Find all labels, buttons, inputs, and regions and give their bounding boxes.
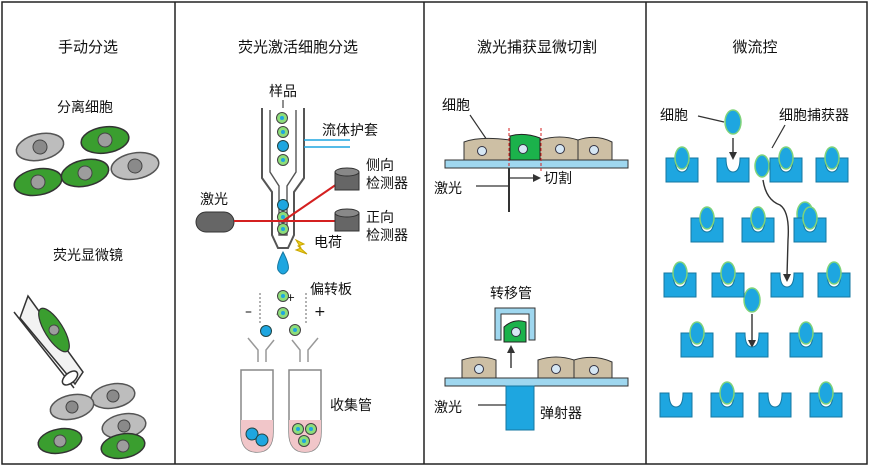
label-sheath: 流体护套 [322,123,378,139]
panel-facs: 荧光激活细胞分选 样品 流体护套 激光 侧向检测器 [195,38,408,453]
cell-grey [90,382,136,410]
trapped-cell [798,321,814,345]
label-laser-lcm-2: 激光 [434,399,462,416]
label-collection-tubes: 收集管 [330,397,372,414]
deflector-minus: – [245,304,252,320]
panel-title-facs: 荧光激活细胞分选 [238,38,358,56]
pipette [13,294,84,389]
cell-trap [815,146,849,183]
droplet [277,250,289,275]
label-cell-mf: 细胞 [660,108,688,124]
trapped-cell [802,206,818,230]
funnel-right [291,339,301,362]
forward-detector [334,208,360,232]
panel-title-manual: 手动分选 [58,38,118,56]
free-cell [754,154,770,178]
transfer-tube [494,307,536,341]
cell-trap [711,261,745,298]
trapped-cell [689,321,705,345]
cell-grey [49,393,95,421]
label-laser-lcm: 激光 [434,180,462,197]
collection-tube-right [288,369,322,453]
trapped-cell [719,381,735,405]
cell-green [100,432,146,460]
cell-green [13,167,63,197]
trapped-cell [750,206,766,230]
label-side-detector: 侧向检测器 [366,158,408,192]
trapped-cell [826,261,842,285]
ejector-block [505,385,535,431]
label-ejector: 弹射器 [540,406,582,422]
label-cut: 切割 [544,170,572,187]
slide-top [444,159,629,169]
cell-green [80,125,130,155]
cell-trap [710,381,744,418]
trapped-cell [818,381,834,405]
cell-cluster-top [13,125,160,197]
label-cell-lcm: 细胞 [442,98,470,114]
panel-manual: 手动分选 分离细胞 荧光显微镜 [13,38,160,460]
charge-bolt-icon [294,238,308,255]
trapped-cell [672,261,688,285]
trapped-cell [778,146,794,170]
collection-tube-left [240,369,274,453]
label-charge: 电荷 [314,235,342,251]
cell-trap [741,206,775,243]
cell-trap [809,381,843,418]
label-laser: 激光 [200,191,228,208]
cell-trap [758,392,792,418]
cell-grey [15,132,65,162]
cell-green [60,158,110,188]
trap-array [659,146,851,418]
drop-plus: + [286,291,295,304]
free-cell [743,287,761,313]
funnel-left [247,337,259,362]
deflector-plus: + [314,304,326,320]
cell-trap [770,272,804,298]
flow-path [762,179,790,277]
cell-trap [817,261,851,298]
cell-trap [665,146,699,183]
tissue-cell [463,137,511,161]
cell-trap [663,261,697,298]
cell-grey [110,151,160,181]
panel-title-microfluidics: 微流控 [732,38,777,56]
cell-trap [680,321,714,358]
slide-bottom [444,377,629,387]
cell-trap [659,392,693,418]
label-fluorescence-microscope: 荧光显微镜 [53,247,123,264]
cell-cluster-bottom [37,382,147,460]
panel-lcm: 激光捕获显微切割 细胞 激光 切割 转移管 [434,38,629,431]
trapped-cell [824,146,840,170]
side-detector [334,167,360,191]
panel-microfluidics: 微流控 细胞 细胞捕获器 [659,38,851,418]
label-sample: 样品 [269,84,297,100]
free-cell [724,109,742,135]
cell-trap [716,157,750,183]
panel-title-lcm: 激光捕获显微切割 [477,38,597,56]
label-forward-detector: 正向检测器 [366,210,408,244]
trapped-cell [674,146,690,170]
cell-trap [690,206,724,243]
label-cell-trap: 细胞捕获器 [779,108,849,124]
cell-green [37,427,83,455]
cell-trap [735,332,769,358]
label-transfer-tube: 转移管 [490,286,532,302]
trapped-cell [720,261,736,285]
trapped-cell [699,206,715,230]
cell-trap [789,321,823,358]
side-scatter-beam [282,183,338,222]
cell-trap [793,206,827,243]
label-deflector: 偏转板 [310,282,352,298]
cell-green-in-pipette [38,307,70,353]
deflected-droplets [260,290,301,337]
label-separate-cells: 分离细胞 [57,99,113,116]
laser-source [195,211,235,233]
cell-trap [769,146,803,183]
